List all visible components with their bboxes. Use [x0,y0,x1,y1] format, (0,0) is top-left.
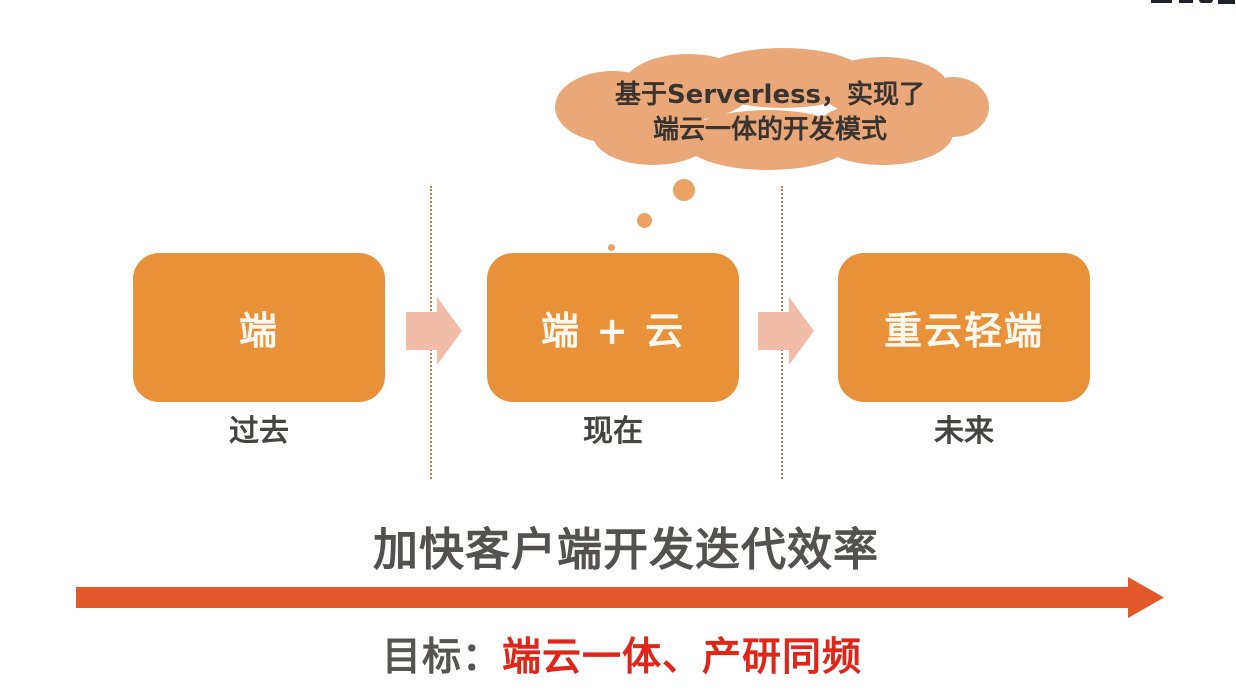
stage-box-present-label: 端 + 云 [540,309,686,353]
thought-dot-medium-icon [637,213,652,228]
cropped-glyph [1218,0,1235,4]
goal-highlight: 端云一体、产研同频 [502,635,863,680]
stage-box-past-label: 端 [238,309,279,353]
stage-box-future-label: 重云轻端 [883,309,1044,353]
block-arrow-right-icon [406,297,462,365]
cropped-glyph [1179,0,1193,3]
block-arrow-right-icon [758,297,814,365]
stage-caption-future: 未来 [934,414,994,449]
cropped-text-artifact [1150,0,1236,5]
stage-box-past: 端 [133,253,385,402]
headline-text: 加快客户端开发迭代效率 [372,523,879,576]
thought-dot-large-icon [673,179,695,201]
bubble-line-2: 端云一体的开发模式 [652,115,887,145]
thought-dot-small-icon [608,244,615,251]
stage-box-future: 重云轻端 [838,253,1090,402]
bubble-line-1: 基于Serverless，实现了 [614,80,926,110]
goal-line: 目标：端云一体、产研同频 [4,626,1236,682]
goal-prefix: 目标： [381,635,502,680]
stage-caption-past: 过去 [229,414,289,449]
cropped-glyph [1199,0,1213,3]
stage-caption-present: 现在 [583,414,643,449]
thought-bubble: 基于Serverless，实现了 端云一体的开发模式 [553,45,990,173]
cropped-glyph [1151,0,1172,3]
long-arrow-right-icon [76,577,1164,618]
stage-box-present: 端 + 云 [487,253,739,402]
bubble-text: 基于Serverless，实现了 端云一体的开发模式 [565,78,975,148]
cloud-shape-icon [555,48,989,170]
